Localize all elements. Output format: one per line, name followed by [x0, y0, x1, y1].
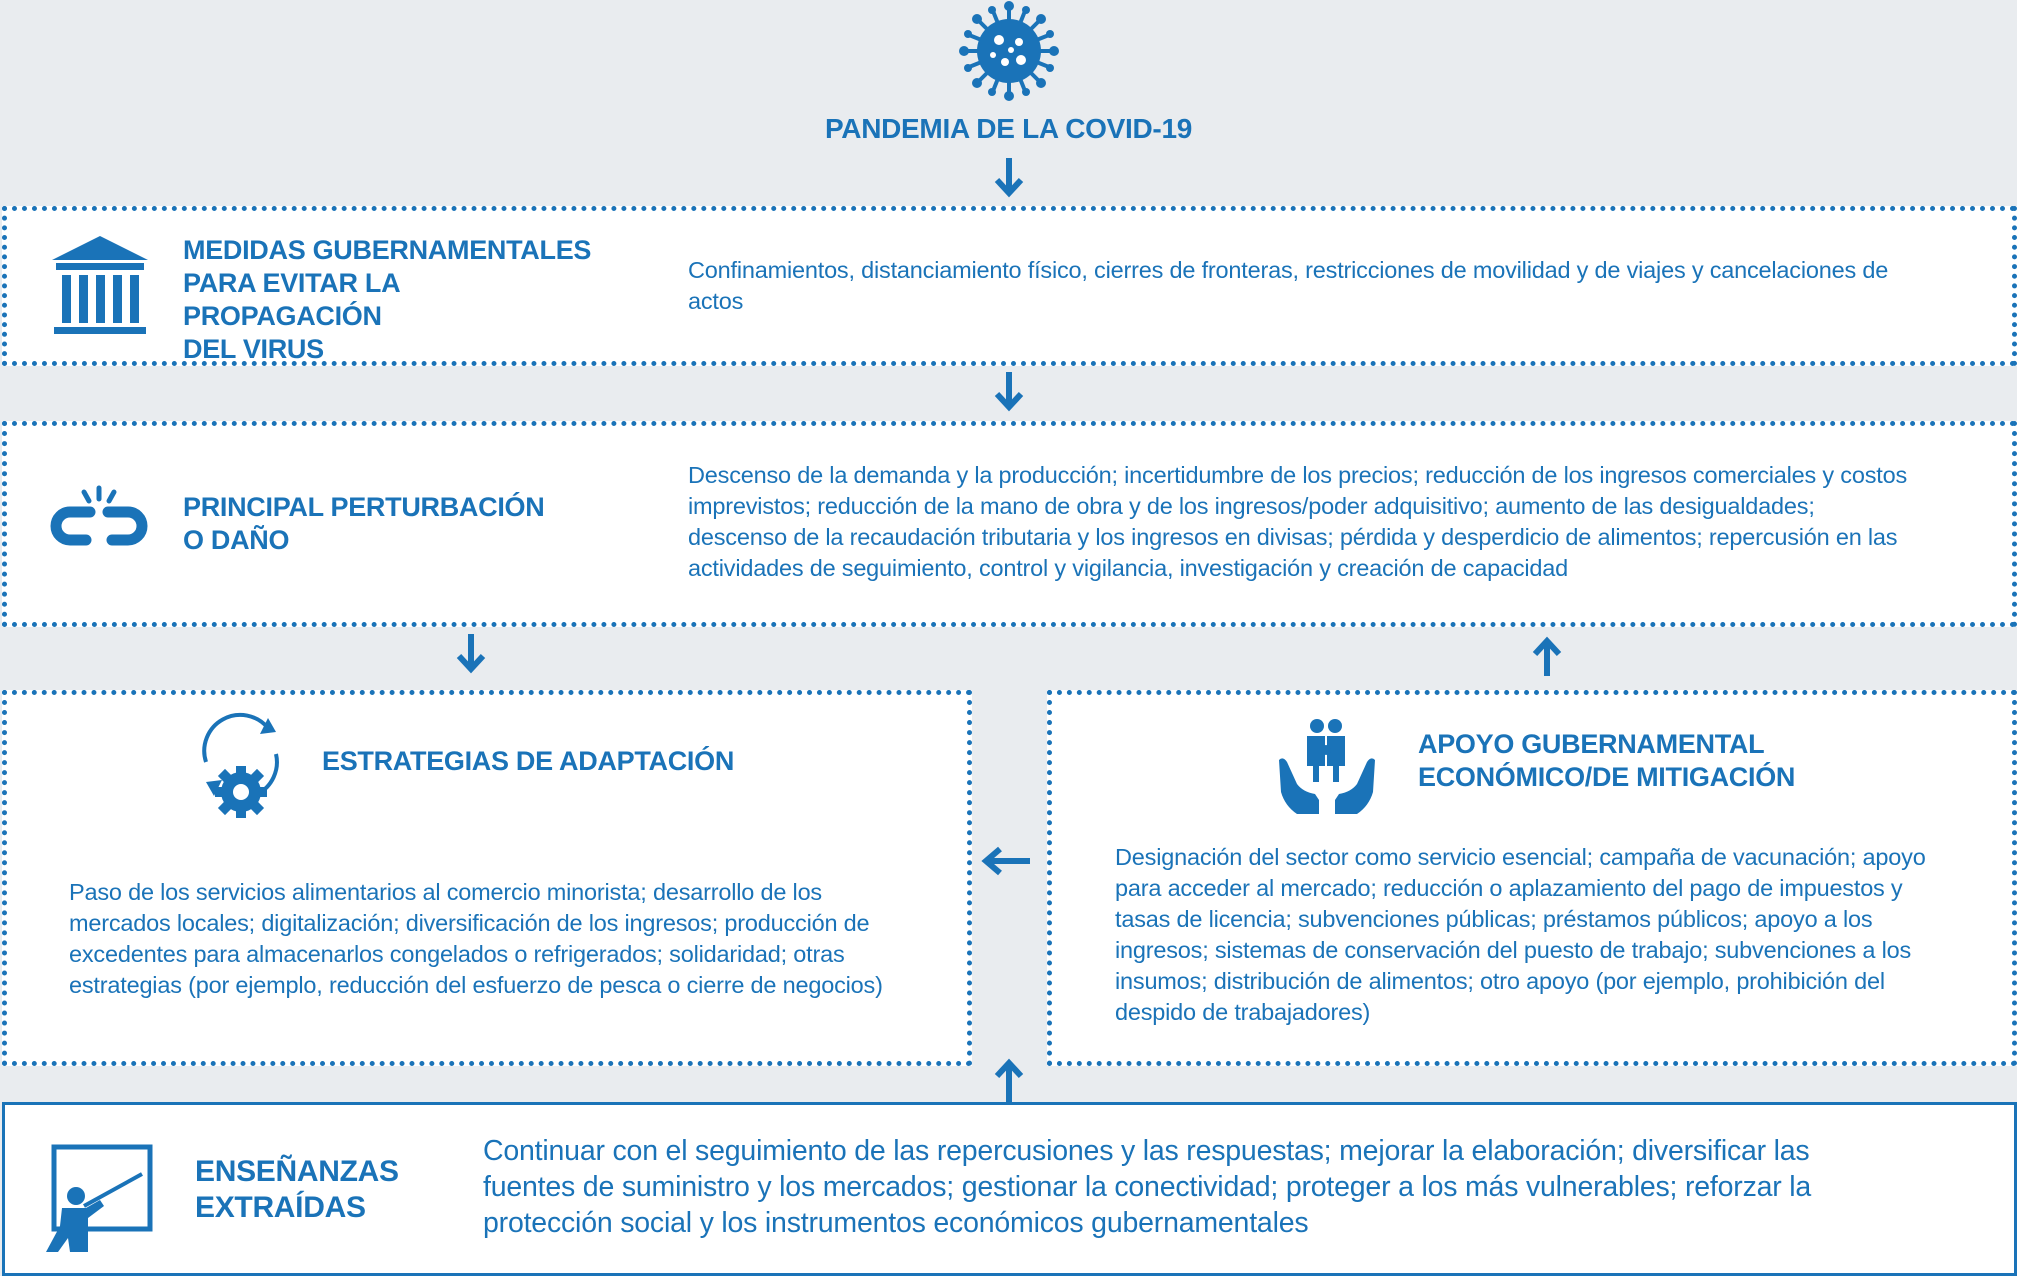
adaptation-text: Paso de los servicios alimentarios al co…	[69, 879, 883, 998]
teacher-board-icon	[46, 1144, 153, 1252]
gear-cycle-icon	[202, 712, 279, 818]
pandemic-title: PANDEMIA DE LA COVID-19	[825, 113, 1192, 144]
arrow-left	[981, 846, 1030, 876]
lessons-text: Continuar con el seguimiento de las repe…	[483, 1135, 1812, 1239]
arrow-down	[456, 634, 486, 674]
virus-icon	[959, 1, 1059, 101]
support-text: Designación del sector como servicio ese…	[1115, 844, 1926, 1025]
disruption-text: Descenso de la demanda y la producción; …	[688, 462, 1908, 581]
arrow-down	[994, 372, 1024, 412]
disruption-title: PRINCIPAL PERTURBACIÓN O DAÑO	[183, 492, 545, 555]
arrow-down	[994, 158, 1024, 198]
support-title: APOYO GUBERNAMENTAL ECONÓMICO/DE MITIGAC…	[1418, 729, 1796, 792]
measures-text: Confinamientos, distanciamiento físico, …	[688, 257, 1889, 314]
lessons-box	[2, 1102, 2017, 1276]
arrow-up	[994, 1058, 1024, 1102]
arrow-up	[1532, 636, 1562, 676]
support-box	[1047, 690, 2017, 1066]
hands-family-icon	[1279, 719, 1375, 814]
lessons-title: ENSEÑANZAS EXTRAÍDAS	[195, 1155, 399, 1224]
adaptation-title: ESTRATEGIAS DE ADAPTACIÓN	[322, 746, 735, 776]
disruption-box	[2, 421, 2017, 627]
measures-title: MEDIDAS GUBERNAMENTALES PARA EVITAR LA P…	[183, 235, 592, 364]
adaptation-box	[2, 690, 972, 1066]
measures-box	[2, 206, 2017, 366]
broken-chain-icon	[50, 485, 148, 546]
government-building-icon	[52, 236, 148, 334]
